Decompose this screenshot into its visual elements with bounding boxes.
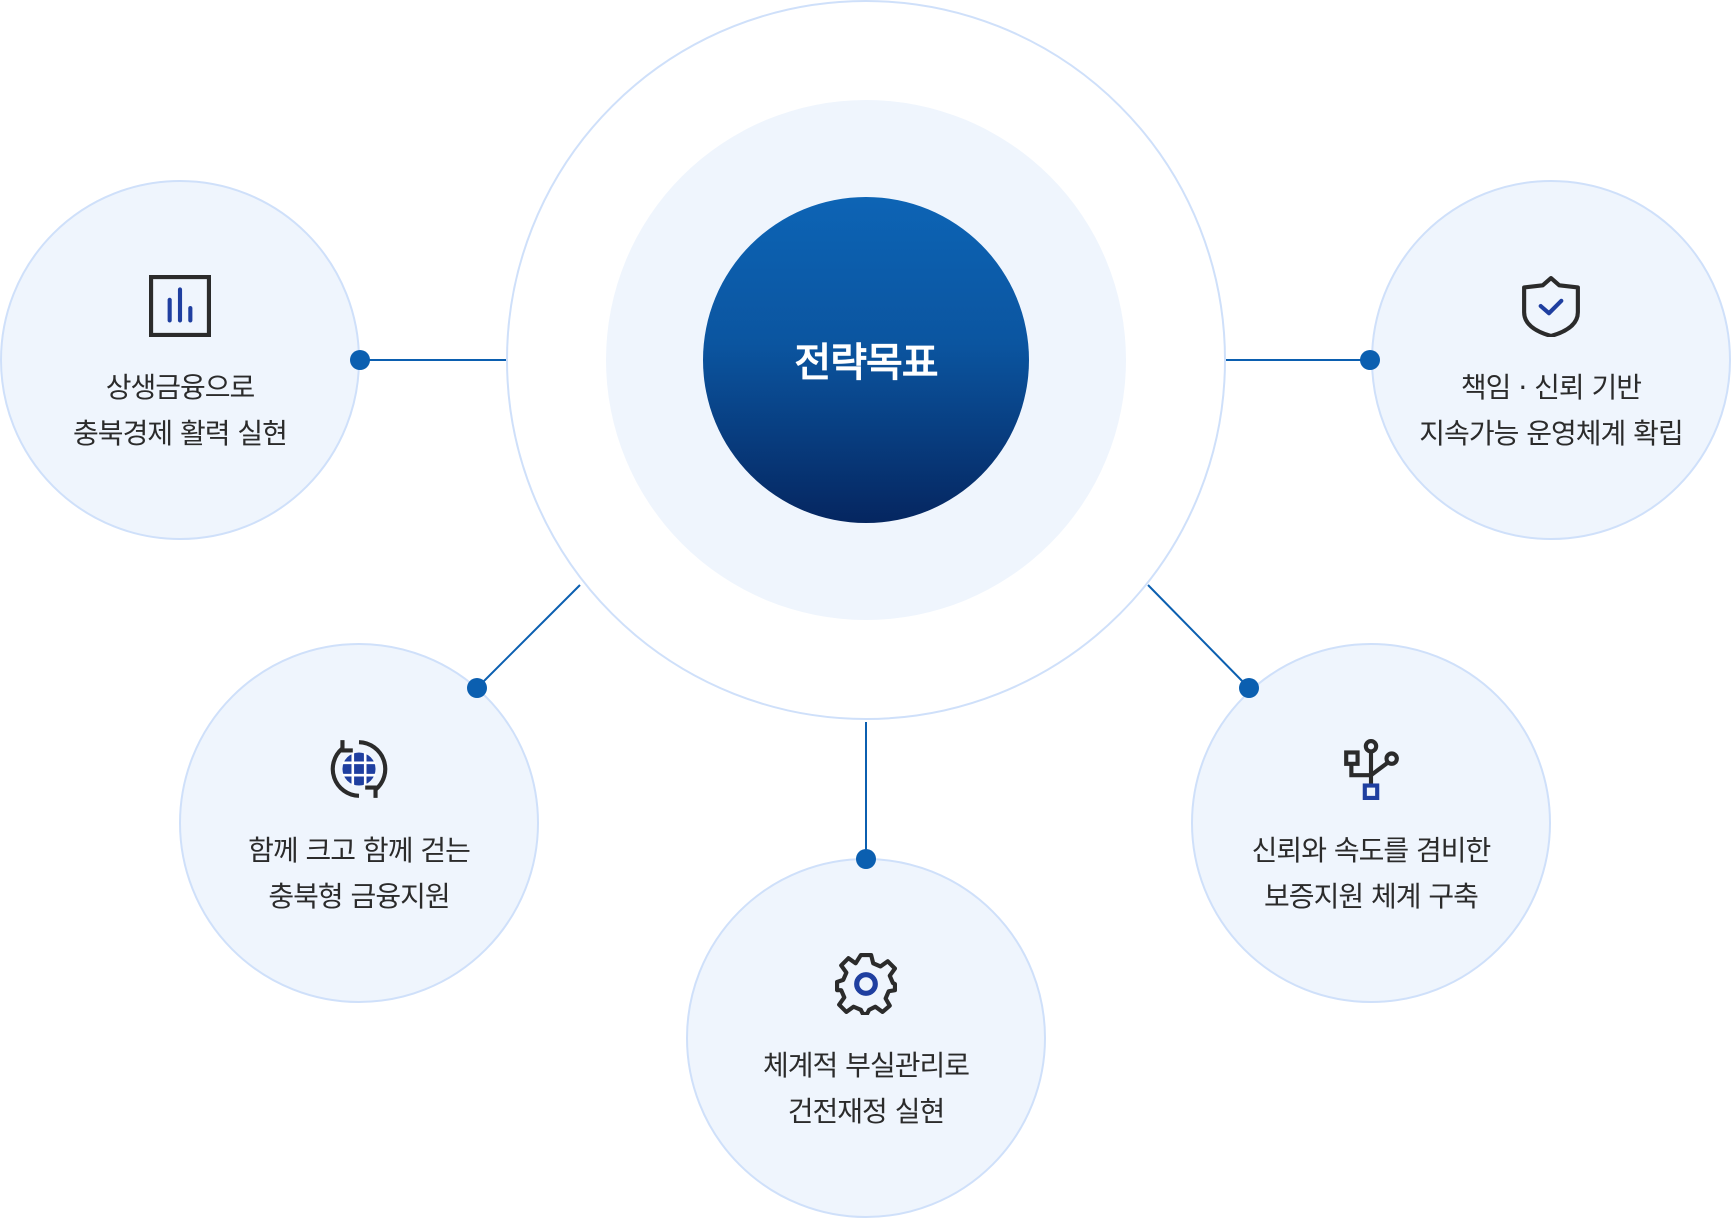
- node-circle-5: [1191, 643, 1551, 1003]
- connector-dot: [1360, 350, 1380, 370]
- node-circle-3: [179, 643, 539, 1003]
- goal-label-line2: 지속가능 운영체계 확립: [1419, 417, 1683, 450]
- goal-label-line2: 충북형 금융지원: [268, 880, 450, 913]
- goal-label-line1: 신뢰와 속도를 겸비한: [1251, 834, 1492, 867]
- goal-label-line1: 체계적 부실관리로: [763, 1049, 970, 1082]
- goal-label-line2: 충북경제 활력 실현: [73, 417, 288, 450]
- goal-label-line1: 함께 크고 함께 걷는: [248, 834, 471, 867]
- connector-dot: [467, 678, 487, 698]
- center-title: 전략목표: [794, 340, 938, 386]
- bar-chart-icon: [149, 275, 211, 337]
- connector-dot: [350, 350, 370, 370]
- globe-cycle-icon: [330, 740, 388, 798]
- connector-lower-right: [1147, 584, 1250, 689]
- goal-label-line1: 책임 · 신뢰 기반: [1460, 371, 1642, 404]
- gear-icon: [835, 953, 897, 1015]
- goal-label-line2: 건전재정 실현: [787, 1095, 945, 1128]
- center-circle: [703, 197, 1029, 523]
- goal-label-line1: 상생금융으로: [105, 371, 256, 404]
- connector-dot: [856, 849, 876, 869]
- shield-check-icon: [1522, 276, 1580, 337]
- goal-label-line2: 보증지원 체계 구축: [1264, 880, 1479, 913]
- connectors: [360, 359, 1370, 859]
- connector-lower-left: [476, 584, 581, 689]
- connector-dot: [1239, 678, 1259, 698]
- network-icon: [1344, 739, 1399, 800]
